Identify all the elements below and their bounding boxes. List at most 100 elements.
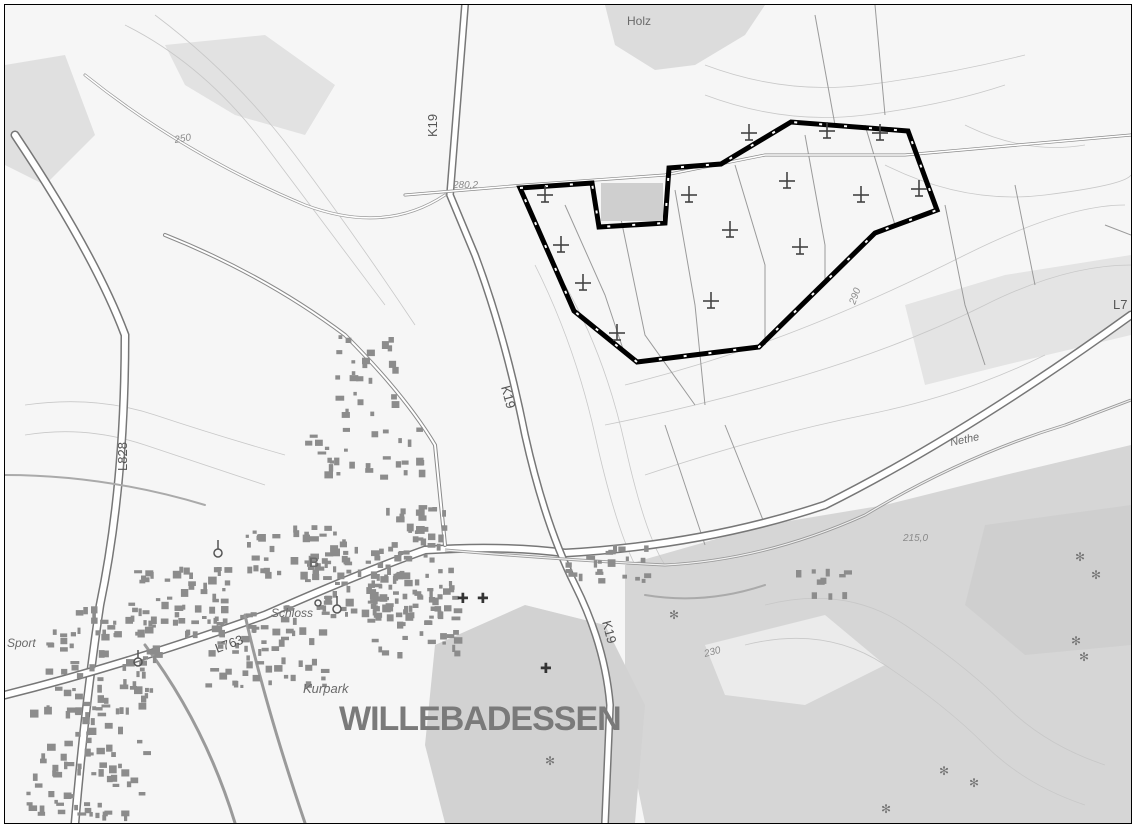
building [54, 799, 58, 804]
building [146, 649, 155, 655]
building [452, 644, 456, 652]
building [138, 608, 142, 617]
svg-text:✻: ✻ [969, 776, 979, 790]
building [403, 550, 410, 555]
building [366, 349, 375, 357]
building [811, 569, 816, 574]
building [319, 533, 327, 537]
building [438, 534, 444, 543]
building [152, 645, 160, 653]
building [104, 722, 113, 729]
building [425, 573, 429, 578]
building [400, 508, 406, 515]
wind-turbine-icon [703, 292, 719, 309]
building [446, 634, 455, 639]
building [593, 560, 598, 568]
building [90, 718, 95, 726]
building [263, 567, 270, 574]
building [152, 655, 156, 664]
building [839, 574, 846, 578]
building [82, 717, 90, 725]
building [371, 638, 379, 643]
building [83, 701, 91, 707]
building [395, 612, 403, 618]
building [320, 668, 330, 673]
town-label: WILLEBADESSEN [339, 700, 621, 738]
building [101, 650, 109, 658]
wind-turbine-icon [779, 172, 795, 189]
building [341, 581, 348, 586]
building [292, 617, 297, 625]
building [92, 706, 97, 711]
building [309, 638, 315, 646]
building [246, 661, 253, 669]
building [302, 534, 310, 543]
building [212, 593, 217, 601]
building [340, 606, 347, 612]
building [335, 581, 340, 585]
building [365, 468, 374, 473]
wind-turbine-icon [792, 238, 808, 255]
building [37, 811, 46, 816]
building [52, 629, 57, 635]
building [60, 633, 68, 637]
building [70, 794, 74, 799]
building [316, 606, 321, 610]
building [141, 671, 146, 679]
building [134, 570, 143, 574]
building [272, 534, 281, 539]
building [125, 707, 129, 715]
building [346, 586, 351, 593]
building [443, 588, 451, 595]
building [86, 737, 92, 744]
building [372, 596, 378, 605]
contour-lines [24, 14, 1131, 806]
building [324, 471, 333, 479]
topographic-map[interactable]: ✚ ✚ ✚ ✻ ✻ ✻ ✻ ✻ ✻ ✻ ✻ ✻ Holz Sport Schlo… [4, 4, 1132, 824]
building [126, 659, 135, 667]
building [370, 411, 375, 417]
building [222, 588, 226, 592]
building [142, 656, 149, 660]
building [145, 570, 154, 577]
building [252, 674, 260, 682]
building [121, 769, 130, 777]
building [381, 341, 389, 349]
building [55, 686, 63, 691]
building [399, 622, 406, 627]
building [132, 681, 137, 688]
building [605, 550, 614, 555]
building [388, 337, 394, 343]
building [407, 439, 412, 447]
building [367, 583, 375, 588]
building [304, 531, 309, 538]
building [247, 542, 251, 548]
building [149, 688, 154, 693]
building [825, 568, 830, 577]
building [115, 708, 120, 715]
building [101, 704, 111, 708]
wind-turbine-icon [819, 122, 835, 139]
building [380, 474, 389, 480]
building [324, 525, 332, 531]
map-canvas[interactable]: ✚ ✚ ✚ ✻ ✻ ✻ ✻ ✻ ✻ ✻ ✻ ✻ Holz Sport Schlo… [5, 5, 1131, 823]
building [345, 408, 349, 415]
building [63, 792, 72, 799]
building [26, 791, 31, 796]
building [417, 537, 424, 541]
building [342, 427, 350, 432]
building [343, 550, 349, 555]
svg-text:✻: ✻ [1071, 634, 1081, 648]
building [370, 571, 378, 579]
building [401, 460, 409, 465]
building [70, 661, 80, 665]
building [232, 680, 238, 686]
building [342, 539, 346, 544]
building [283, 674, 289, 679]
building [185, 630, 189, 639]
building [138, 702, 147, 710]
building [290, 674, 296, 682]
building [106, 775, 113, 783]
building [144, 626, 154, 634]
building [351, 360, 356, 364]
